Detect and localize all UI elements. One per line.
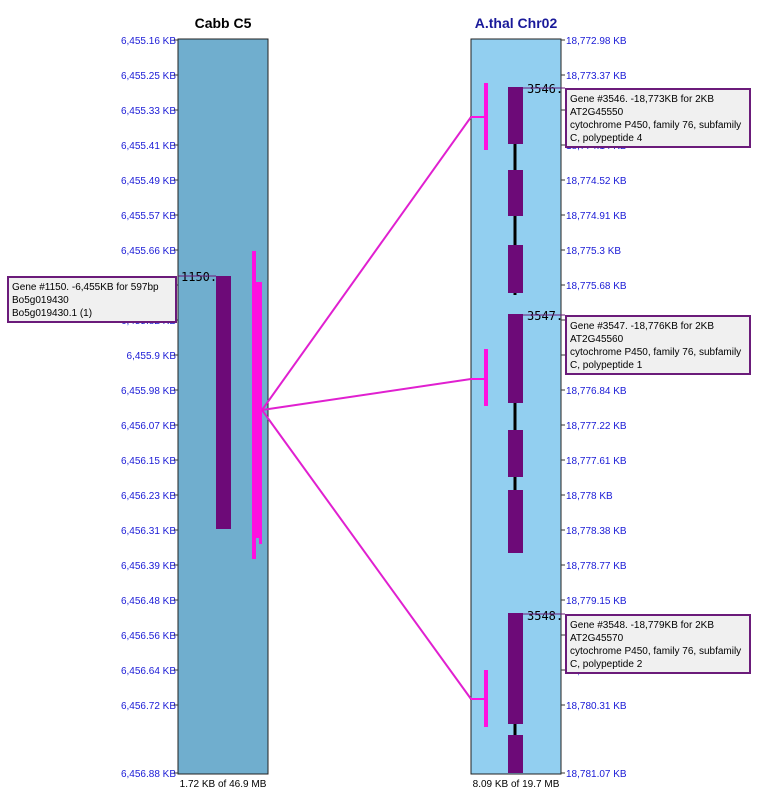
exon-3547-1[interactable] (508, 314, 523, 403)
exon-3547-2[interactable] (508, 430, 523, 477)
exon-3547-3[interactable] (508, 490, 523, 553)
right-tick-label: 18,781.07 KB (566, 769, 627, 780)
right-gene-number-3547: 3547. (527, 309, 563, 323)
exon-3548-2[interactable] (508, 735, 523, 773)
synteny-link-3548 (261, 409, 472, 700)
left-tick-label: 6,456.31 KB (121, 526, 176, 537)
left-panel-title: Cabb C5 (195, 15, 252, 31)
gene-info-box-3546[interactable]: Gene #3546. -18,773KB for 2KB AT2G45550 … (565, 88, 751, 148)
right-tick-label: 18,774.91 KB (566, 211, 627, 222)
right-panel-title: A.thal Chr02 (475, 15, 558, 31)
gene-info-3548-line1: Gene #3548. -18,779KB for 2KB (570, 620, 714, 631)
left-match-bar-2[interactable] (256, 282, 259, 538)
left-tick-label: 6,456.07 KB (121, 421, 176, 432)
left-tick-label: 6,455.41 KB (121, 141, 176, 152)
right-panel-footer: 8.09 KB of 19.7 MB (473, 779, 560, 790)
exon-3548-1[interactable] (508, 613, 523, 724)
left-gene-info-line2: Bo5g019430 (12, 295, 69, 306)
left-tick-label: 6,456.88 KB (121, 769, 176, 780)
synteny-link-3547 (261, 378, 472, 411)
left-tick-label: 6,456.39 KB (121, 561, 176, 572)
left-tick-label: 6,455.33 KB (121, 106, 176, 117)
left-axis-ticks: 6,455.16 KB 6,455.25 KB 6,455.33 KB 6,455.4… (121, 36, 178, 780)
left-gene-number: 1150. (181, 270, 217, 284)
info-connectors (178, 87, 565, 615)
right-tick-label: 18,775.68 KB (566, 281, 627, 292)
gene-info-3548-line2: AT2G45570 (570, 633, 624, 644)
left-gene-info-line1: Gene #1150. -6,455KB for 597bp (12, 282, 159, 293)
gene-info-3547-line2: AT2G45560 (570, 334, 624, 345)
left-tick-label: 6,456.48 KB (121, 596, 176, 607)
gene-info-3546-line2: AT2G45550 (570, 107, 624, 118)
left-tick-label: 6,456.56 KB (121, 631, 176, 642)
right-tick-label: 18,775.3 KB (566, 246, 621, 257)
left-tick-label: 6,455.66 KB (121, 246, 176, 257)
right-tick-label: 18,773.37 KB (566, 71, 627, 82)
right-tick-label: 18,774.52 KB (566, 176, 627, 187)
left-tick-label: 6,456.15 KB (121, 456, 176, 467)
left-tick-label: 6,455.9 KB (127, 351, 177, 362)
gene-info-box-3548[interactable]: Gene #3548. -18,779KB for 2KB AT2G45570 … (565, 614, 751, 674)
exon-3546-3[interactable] (508, 245, 523, 293)
gene-info-3546-line3: cytochrome P450, family 76, subfamily C,… (570, 120, 742, 144)
right-tick-label: 18,776.84 KB (566, 386, 627, 397)
right-tick-label: 18,777.22 KB (566, 421, 627, 432)
gene-info-3547-line3: cytochrome P450, family 76, subfamily C,… (570, 347, 742, 371)
left-gene-info-box[interactable]: Gene #1150. -6,455KB for 597bp Bo5g01943… (7, 276, 177, 323)
left-tick-label: 6,455.25 KB (121, 71, 176, 82)
synteny-link-stubs (471, 116, 486, 700)
gene-info-3546-line1: Gene #3546. -18,773KB for 2KB (570, 94, 714, 105)
left-tick-label: 6,456.64 KB (121, 666, 176, 677)
left-match-bar-3[interactable] (259, 282, 262, 544)
exon-3546-2[interactable] (508, 170, 523, 216)
synteny-link-3546 (261, 116, 472, 411)
right-gene-exons (508, 87, 523, 773)
right-match-bar-3546[interactable] (484, 83, 488, 150)
right-tick-label: 18,780.31 KB (566, 701, 627, 712)
right-tick-label: 18,778.77 KB (566, 561, 627, 572)
right-tick-label: 18,772.98 KB (566, 36, 627, 47)
gene-info-3547-line1: Gene #3547. -18,776KB for 2KB (570, 321, 714, 332)
left-panel-footer: 1.72 KB of 46.9 MB (180, 779, 267, 790)
synteny-links (261, 116, 472, 700)
right-match-bar-3547[interactable] (484, 349, 488, 406)
left-tick-label: 6,455.98 KB (121, 386, 176, 397)
left-match-bar-1[interactable] (252, 251, 256, 559)
left-gene-exon[interactable] (216, 276, 231, 529)
left-tick-label: 6,456.72 KB (121, 701, 176, 712)
exon-3546-1[interactable] (508, 87, 523, 144)
right-gene-number-3546: 3546. (527, 82, 563, 96)
right-gene-number-3548: 3548. (527, 609, 563, 623)
left-tick-label: 6,455.49 KB (121, 176, 176, 187)
left-tick-label: 6,455.16 KB (121, 36, 176, 47)
right-tick-label: 18,778.38 KB (566, 526, 627, 537)
left-tick-label: 6,455.57 KB (121, 211, 176, 222)
gene-info-3548-line3: cytochrome P450, family 76, subfamily C,… (570, 646, 742, 670)
left-tick-label: 6,456.23 KB (121, 491, 176, 502)
right-tick-label: 18,778 KB (566, 491, 613, 502)
right-tick-label: 18,779.15 KB (566, 596, 627, 607)
left-gene-info-line3: Bo5g019430.1 (1) (12, 308, 93, 319)
gene-info-box-3547[interactable]: Gene #3547. -18,776KB for 2KB AT2G45560 … (565, 315, 751, 375)
right-tick-label: 18,777.61 KB (566, 456, 627, 467)
right-match-bar-3548[interactable] (484, 670, 488, 727)
